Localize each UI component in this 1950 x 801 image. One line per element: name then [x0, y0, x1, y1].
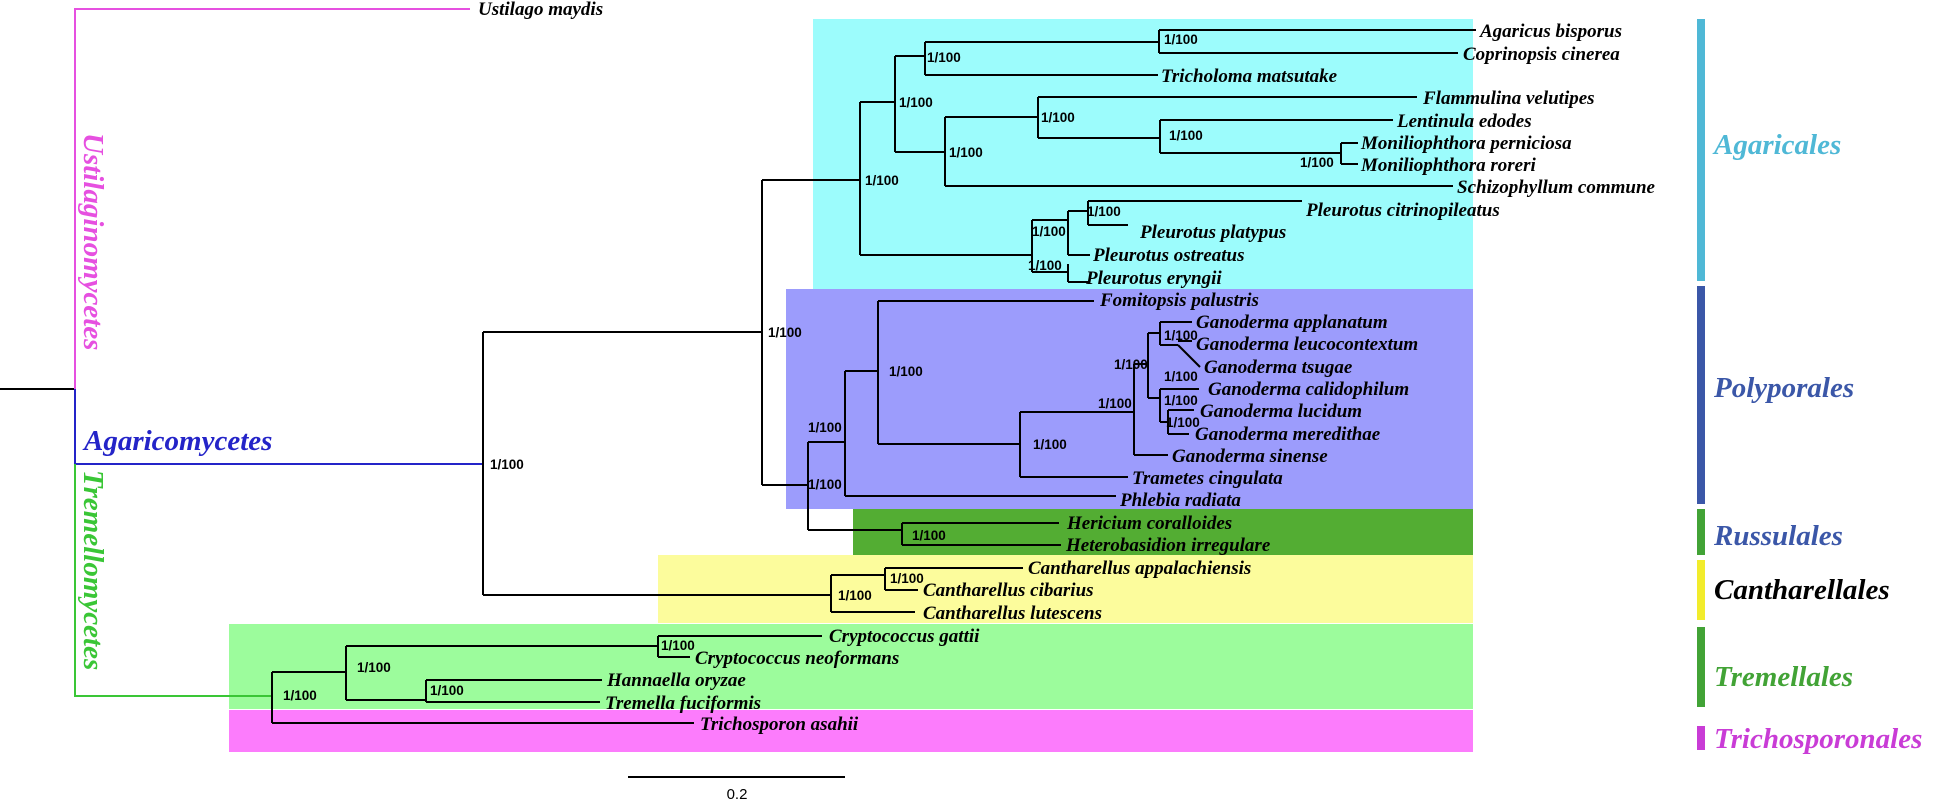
agaricales-band: [813, 19, 1473, 289]
taxon-label: Moniliophthora roreri: [1360, 155, 1536, 176]
support-value: 1/100: [949, 145, 983, 160]
support-value: 1/100: [1300, 155, 1334, 170]
taxon-label: Ganoderma tsugae: [1204, 357, 1353, 378]
taxon-label: Ustilago maydis: [478, 0, 603, 20]
taxon-label: Tricholoma matsutake: [1161, 66, 1338, 87]
support-value: 1/100: [1098, 396, 1132, 411]
russulales-bar: [1697, 509, 1705, 555]
support-value: 1/100: [890, 571, 924, 586]
taxon-label: Pleurotus eryngii: [1085, 268, 1222, 289]
taxon-label: Ganoderma calidophilum: [1208, 379, 1409, 400]
taxon-label: Flammulina velutipes: [1422, 88, 1595, 109]
order-label-tremellales: Tremellales: [1714, 661, 1853, 693]
taxon-label: Trichosporon asahii: [700, 714, 859, 735]
tremellales-band: [229, 624, 1473, 709]
polyporales-bar: [1697, 286, 1705, 504]
class-label-ustilaginomycetes: Ustilaginomycetes: [77, 133, 109, 350]
support-value: 1/100: [1169, 128, 1203, 143]
cantharellales-bar: [1697, 560, 1705, 620]
taxon-label: Ganoderma meredithae: [1195, 424, 1381, 445]
taxon-label: Ganoderma sinense: [1172, 446, 1328, 467]
support-value: 1/100: [865, 173, 899, 188]
order-label-polyporales: Polyporales: [1713, 372, 1854, 404]
trichosporonales-band: [229, 710, 1473, 752]
support-value: 1/100: [1164, 393, 1198, 408]
support-value: 1/100: [838, 588, 872, 603]
support-value: 1/100: [1033, 437, 1067, 452]
order-label-trichosporonales: Trichosporonales: [1714, 723, 1922, 755]
support-value: 1/100: [1164, 369, 1198, 384]
support-value: 1/100: [889, 364, 923, 379]
taxon-label: Trametes cingulata: [1132, 468, 1283, 489]
taxon-label: Ganoderma applanatum: [1196, 312, 1388, 333]
class-label-tremellomycetes: Tremellomycetes: [77, 470, 109, 670]
taxon-label: Cantharellus cibarius: [923, 580, 1094, 601]
taxon-label: Pleurotus platypus: [1139, 222, 1286, 243]
support-value: 1/100: [808, 477, 842, 492]
russulales-band: [853, 509, 1473, 555]
support-value: 1/100: [490, 457, 524, 472]
taxon-label: Pleurotus citrinopileatus: [1305, 200, 1500, 221]
taxon-label: Ganoderma lucidum: [1200, 401, 1362, 422]
support-value: 1/100: [899, 95, 933, 110]
taxon-label: Moniliophthora perniciosa: [1360, 133, 1572, 154]
support-value: 1/100: [1041, 110, 1075, 125]
support-value: 1/100: [1032, 224, 1066, 239]
taxon-label: Heterobasidion irregulare: [1065, 535, 1271, 556]
support-value: 1/100: [1114, 357, 1148, 372]
support-value: 1/100: [1166, 415, 1200, 430]
taxon-label: Cantharellus lutescens: [923, 603, 1102, 624]
taxon-label: Phlebia radiata: [1119, 490, 1241, 511]
support-value: 1/100: [912, 528, 946, 543]
order-label-russulales: Russulales: [1713, 520, 1843, 552]
trichosporonales-bar: [1697, 726, 1705, 750]
branch: [1177, 344, 1201, 368]
polyporales-band: [786, 289, 1473, 509]
class-label-agaricomycetes: Agaricomycetes: [82, 425, 272, 457]
scale-bar-label: 0.2: [727, 786, 748, 801]
taxon-label: Cryptococcus gattii: [829, 626, 980, 647]
taxon-label: Pleurotus ostreatus: [1092, 245, 1245, 266]
support-value: 1/100: [1164, 328, 1198, 343]
taxon-label: Schizophyllum commune: [1457, 177, 1656, 198]
taxon-label: Tremella fuciformis: [605, 693, 761, 714]
tremellomycetes-branch: [74, 464, 272, 697]
support-value: 1/100: [1164, 32, 1198, 47]
taxon-label: Ganoderma leucocontextum: [1196, 334, 1418, 355]
taxon-label: Cryptococcus neoformans: [695, 648, 899, 669]
cantharellales-band: [658, 555, 1473, 623]
support-value: 1/100: [1028, 258, 1062, 273]
taxon-label: Fomitopsis palustris: [1099, 290, 1259, 311]
support-value: 1/100: [808, 420, 842, 435]
agaricales-bar: [1697, 19, 1705, 281]
support-value: 1/100: [283, 688, 317, 703]
taxon-label: Agaricus bisporus: [1479, 21, 1622, 42]
support-value: 1/100: [768, 325, 802, 340]
taxon-label: Coprinopsis cinerea: [1463, 44, 1620, 65]
taxon-label: Hericium coralloides: [1066, 513, 1232, 534]
support-value: 1/100: [1087, 204, 1121, 219]
support-value: 1/100: [430, 683, 464, 698]
order-label-agaricales: Agaricales: [1712, 129, 1841, 161]
support-value: 1/100: [661, 638, 695, 653]
ustilaginomycetes-branch: [74, 8, 470, 389]
support-value: 1/100: [927, 50, 961, 65]
taxon-label: Cantharellus appalachiensis: [1028, 558, 1251, 579]
tremellales-bar: [1697, 627, 1705, 707]
taxon-label: Lentinula edodes: [1396, 111, 1532, 132]
taxon-label: Hannaella oryzae: [606, 670, 746, 691]
order-label-cantharellales: Cantharellales: [1714, 574, 1890, 606]
support-value: 1/100: [357, 660, 391, 675]
